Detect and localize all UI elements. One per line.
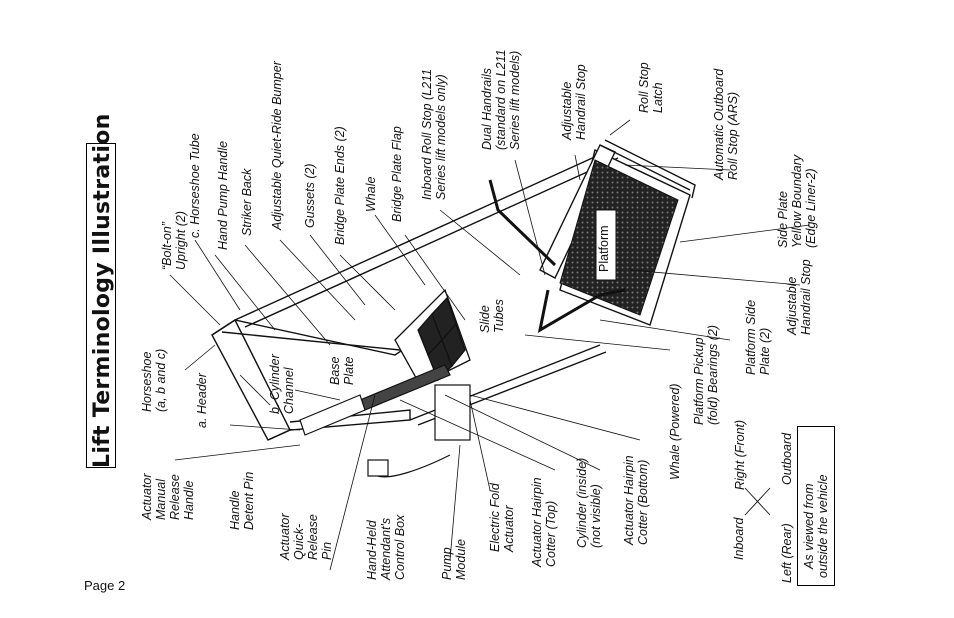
- label-slide-tubes: Slide Tubes: [478, 299, 506, 333]
- handrails: [488, 179, 626, 333]
- orientation-as-viewed: As viewed from outside the vehicle: [802, 474, 830, 578]
- label-bridge-plate-ends: Bridge Plate Ends (2): [333, 126, 347, 245]
- label-actuator-hairpin-top: Actuator Hairpin Cotter (Top): [530, 477, 558, 567]
- label-platform-side-plate: Platform Side Plate (2): [744, 299, 772, 375]
- as-viewed-box: [797, 426, 835, 586]
- label-bolt-on-upright: “Bolt-on” Upright (2): [160, 210, 188, 270]
- label-adjustable-handrail-stop-lower: Adjustable Handrail Stop: [785, 259, 813, 335]
- label-actuator-manual-release-handle: Actuator Manual Release Handle: [140, 473, 196, 520]
- label-bridge-plate-flap: Bridge Plate Flap: [390, 126, 404, 222]
- label-side-plate-yellow-boundary: Side Plate Yellow Boundary (Edge Liner-2…: [776, 154, 818, 248]
- cylinder: [299, 364, 471, 441]
- label-cylinder-channel: b. Cylinder Channel: [268, 354, 296, 414]
- label-whale: Whale: [364, 176, 378, 212]
- label-adjustable-quiet-ride-bumper: Adjustable Quiet-Ride Bumper: [270, 61, 284, 230]
- label-striker-back: Striker Back: [240, 168, 254, 236]
- control-box: [367, 454, 451, 478]
- label-platform: Platform: [597, 225, 611, 272]
- orientation-cross: [744, 487, 771, 516]
- label-actuator-hairpin-bottom: Actuator Hairpin Cotter (Bottom): [622, 455, 650, 545]
- label-pump-module: Pump Module: [440, 539, 468, 580]
- label-dual-handrails: Dual Handrails (standard on L211 Series …: [480, 49, 522, 150]
- label-header: a. Header: [195, 373, 209, 428]
- orientation-outboard: Outboard: [780, 432, 794, 485]
- label-actuator-quick-release-pin: Actuator Quick- Release Pin: [278, 513, 334, 560]
- label-base-plate: Base Plate: [328, 356, 356, 386]
- label-hand-pump-handle: Hand Pump Handle: [216, 140, 230, 250]
- label-horseshoe: Horseshoe (a, b and c): [140, 348, 168, 412]
- label-horseshoe-tube: c. Horseshoe Tube: [188, 133, 202, 238]
- label-electric-fold-actuator: Electric Fold Actuator: [488, 483, 516, 552]
- platform-mesh: [559, 159, 679, 316]
- label-cylinder-inside: Cylinder (inside) (not visible): [575, 457, 603, 548]
- orientation-inboard: Inboard: [732, 517, 746, 560]
- label-automatic-outboard-roll-stop: Automatic Outboard Roll Stop (ARS): [712, 68, 740, 180]
- label-platform-pickup-bearings: Platform Pickup (fold) Bearings (2): [692, 324, 720, 425]
- label-inboard-roll-stop: Inboard Roll Stop (L211 Series lift mode…: [420, 68, 448, 200]
- label-adjustable-handrail-stop-upper: Adjustable Handrail Stop: [560, 64, 588, 140]
- orientation-right-front: Right (Front): [733, 419, 747, 490]
- label-whale-powered: Whale (Powered): [668, 383, 682, 480]
- label-handle-detent-pin: Handle Detent Pin: [228, 471, 256, 530]
- label-gussets: Gussets (2): [303, 163, 317, 228]
- orientation-left-rear: Left (Rear): [780, 523, 794, 583]
- title-box: [86, 143, 116, 468]
- page-number: Page 2: [84, 578, 126, 593]
- leader-lines: [169, 119, 811, 571]
- label-hand-held-control-box: Hand-Held Attendant's Control Box: [365, 514, 407, 580]
- label-roll-stop-latch: Roll Stop Latch: [637, 62, 665, 113]
